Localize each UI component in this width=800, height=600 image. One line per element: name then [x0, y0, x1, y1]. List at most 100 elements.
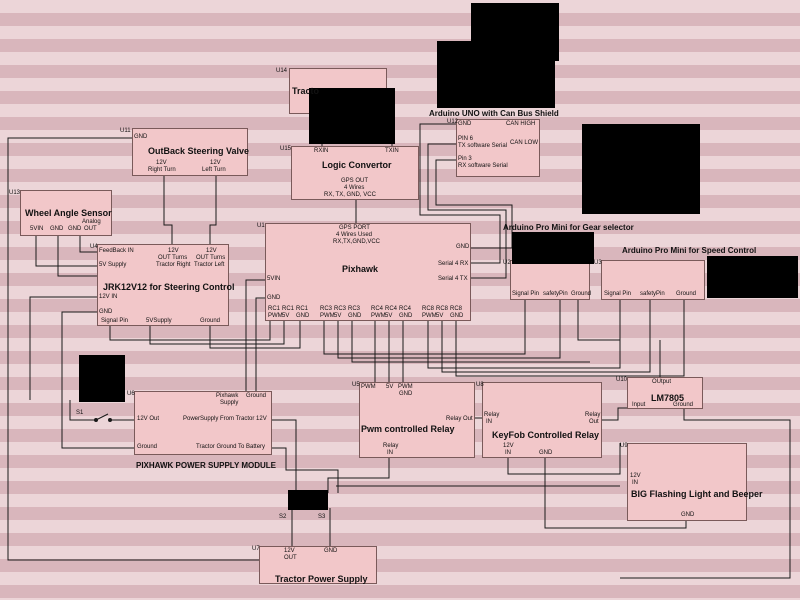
pin-label: 12V Out [137, 416, 160, 422]
wire [327, 458, 390, 493]
pixhawk-title: Pixhawk [342, 264, 379, 274]
pin-label: 12V [284, 548, 295, 554]
pin-label: RX, TX, GND, VCC [324, 192, 376, 198]
wire [35, 236, 97, 267]
rc-pin-label: RC3 [334, 306, 347, 312]
pin-label: Right Turn [148, 167, 176, 173]
pin-label: Ground [571, 291, 592, 297]
wire [351, 321, 590, 363]
rc-pin-label: RC8 [422, 306, 435, 312]
wire [337, 300, 561, 359]
rc-pin-label: RC8 [450, 306, 463, 312]
pin-label: Tractor Ground To Battery [196, 444, 266, 450]
pin-label: Pixhawk [216, 393, 239, 399]
pin-label: GND [134, 134, 148, 140]
component-id: U9 [620, 443, 628, 449]
wheel-sensor-box [20, 190, 112, 236]
pin-label: TX software Serial [458, 143, 508, 149]
wire [57, 236, 97, 277]
jrk-title: JRK12V12 for Steering Control [103, 282, 235, 292]
wire [272, 447, 339, 493]
pixhawk-box [265, 223, 471, 321]
component-id: U5 [352, 382, 360, 388]
pin-label: 4 Wires [344, 185, 365, 191]
power-module-caption: PIXHAWK POWER SUPPLY MODULE [136, 461, 277, 470]
pin-label: 12V [168, 248, 179, 254]
rc-pin-label: GND [399, 313, 413, 319]
rc-pin-label: RC1 [282, 306, 295, 312]
wire [435, 159, 513, 249]
pin-label: Relay [585, 412, 601, 418]
arduino-uno-header: Arduino UNO with Can Bus Shield [429, 109, 559, 118]
wire [620, 409, 791, 579]
pin-label: 4 Wires Used [336, 232, 373, 238]
pin-label: GND [399, 391, 413, 397]
rc-pin-label: RC1 [296, 306, 309, 312]
pin-label: Relay Out [446, 416, 473, 422]
pin-label: Tractor Right [156, 262, 191, 268]
logic-convertor-title: Logic Convertor [322, 160, 392, 170]
switch-s1-contact [108, 418, 112, 422]
redaction-block [437, 41, 555, 108]
lm7805-title: LM7805 [651, 393, 685, 403]
pin-label: Signal Pin [101, 318, 129, 324]
rc-pin-label: 5V [436, 313, 444, 319]
redaction-block [512, 232, 594, 264]
pin-label: RX software Serial [458, 163, 508, 169]
component-id: U2 [503, 260, 511, 266]
wire [419, 123, 501, 264]
switch-s1-contact [94, 418, 98, 422]
pin-label: GND [68, 226, 82, 232]
speed-mini-header: Arduino Pro Mini for Speed Control [622, 246, 757, 255]
pin-label: Ground [676, 291, 697, 297]
pin-label: FeedBack IN [99, 248, 134, 254]
pin-label: Left Turn [202, 167, 226, 173]
wire [441, 300, 651, 373]
wire [69, 400, 96, 421]
pin-label: 12V [503, 443, 514, 449]
pin-label: IN [632, 480, 638, 486]
pin-label: safetyPin [640, 291, 665, 297]
tractor-supply-box [259, 546, 377, 584]
flash-light-box [627, 443, 747, 521]
pin-label: 5V Supply [99, 262, 127, 268]
pin-label: RX,TX,GND,VCC [333, 239, 381, 245]
logic-convertor-box [291, 146, 419, 200]
power-module-box [134, 391, 272, 455]
pin-label: 5VIN [267, 276, 281, 282]
steering-valve-box [132, 128, 248, 176]
pin-label: GND [681, 512, 695, 518]
redaction-block [309, 88, 395, 144]
rc-pin-label: PWM [320, 313, 335, 319]
wire [255, 297, 265, 391]
rc-pin-label: RC1 [268, 306, 281, 312]
pin-label: GND [456, 244, 470, 250]
pin-label: RXIN [314, 148, 329, 154]
pin-label: OUT [84, 226, 97, 232]
pwm-relay-box [359, 382, 475, 458]
tractor-supply-title: Tractor Power Supply [275, 574, 368, 584]
redaction-block [707, 256, 798, 298]
flash-light-title: BIG Flashing Light and Beeper [631, 489, 763, 499]
rc-pin-label: RC4 [371, 306, 384, 312]
pin-label: IN [486, 419, 492, 425]
jrk-box [97, 244, 229, 326]
wire [245, 279, 265, 391]
wheel-sensor-title: Wheel Angle Sensor [25, 208, 112, 218]
component-id: U12 [447, 119, 459, 125]
component-id: U10 [616, 377, 628, 383]
pin-label: GPS OUT [341, 178, 369, 184]
rc-pin-label: GND [296, 313, 310, 319]
pin-label: CAN HIGH [506, 121, 536, 127]
switch-s3-label: S3 [318, 514, 326, 520]
arduino-uno-box [456, 119, 540, 177]
wire [272, 419, 297, 493]
keyfob-relay-title: KeyFob Controlled Relay [492, 430, 600, 440]
wire [507, 443, 621, 475]
switch-s1-label: S1 [76, 410, 84, 416]
pin-label: 12V [210, 160, 221, 166]
pin-label: Pin 3 [458, 156, 472, 162]
pin-label: PWM [398, 384, 413, 390]
pin-label: OUT Turns [196, 255, 226, 261]
